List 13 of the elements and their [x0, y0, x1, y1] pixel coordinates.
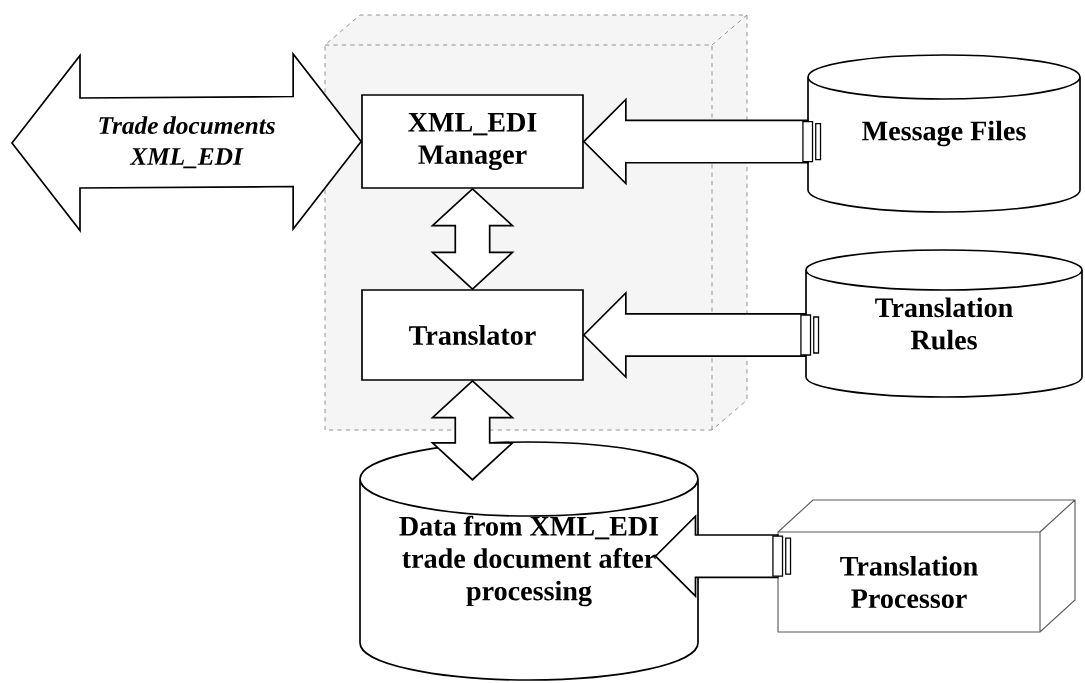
- process-box: XML_EDI Manager: [361, 94, 584, 189]
- database-cylinder: Message Files: [807, 54, 1081, 213]
- block-arrow: [582, 290, 807, 380]
- block-arrow: [430, 187, 515, 291]
- process-box: Translator: [361, 289, 584, 381]
- block-arrow: [10, 51, 363, 234]
- database-cylinder: Translation Rules: [805, 249, 1083, 398]
- edge-label: Trade documents XML_EDI: [99, 116, 275, 169]
- block-arrow: [654, 514, 779, 599]
- database-cylinder: Data from XML_EDI trade document after processing: [359, 441, 699, 681]
- block-arrow: [582, 97, 809, 186]
- processor-box: Translation Processor: [777, 499, 1076, 633]
- block-arrow: [430, 379, 515, 481]
